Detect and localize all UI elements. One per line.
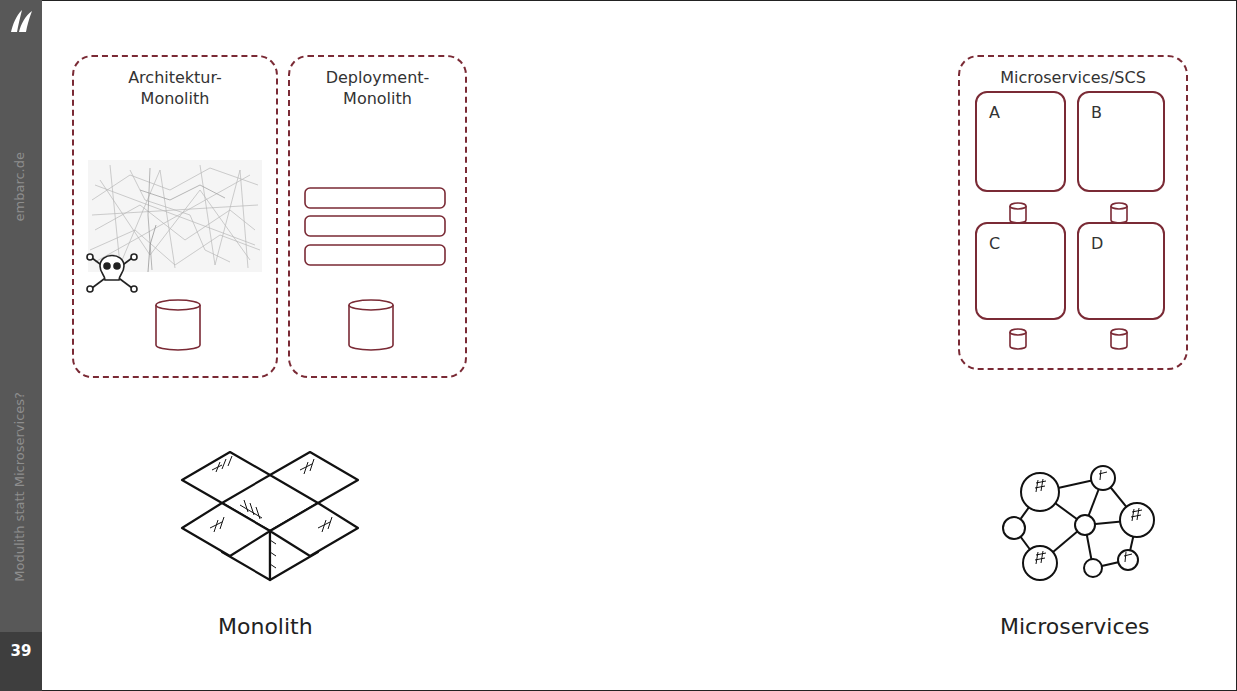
hatch: [1124, 552, 1132, 562]
network-hatching: [1035, 470, 1142, 564]
network-node: [1023, 546, 1057, 580]
box-hatching: [210, 456, 332, 568]
hatch: [1099, 470, 1107, 480]
network-node: [1118, 550, 1138, 570]
box-flap: [270, 452, 358, 503]
page-number-box: [0, 632, 42, 691]
network-node: [1091, 466, 1115, 490]
box-flap: [182, 452, 270, 503]
tangle-line: [95, 185, 255, 245]
hatch: [318, 517, 332, 532]
node-title: D: [1079, 224, 1163, 254]
skull-eye: [114, 263, 120, 269]
network-nodes: [1003, 466, 1154, 580]
skull-eye: [104, 263, 110, 269]
network-node: [1120, 503, 1154, 537]
database-top: [1010, 329, 1026, 335]
logo-sail: [19, 11, 32, 32]
hatch: [1035, 551, 1046, 564]
stack-layer: [305, 188, 445, 208]
deployment-monolith-box: Deployment- Monolith: [288, 55, 467, 378]
hatch: [270, 540, 276, 568]
microservices-group: Microservices/SCS AB CD: [958, 55, 1188, 370]
talk-title: Modulith statt Microservices?: [12, 392, 27, 582]
service-box: A: [975, 91, 1066, 192]
box-icon: [182, 452, 358, 580]
microservices-caption: Microservices: [1000, 614, 1149, 639]
database-cylinder: [156, 305, 200, 350]
network-icon: [1003, 466, 1154, 580]
stack-layer: [305, 245, 445, 265]
node-title: B: [1079, 93, 1163, 123]
hatch: [240, 500, 262, 519]
tangle-line: [110, 165, 175, 268]
node-title: Deployment- Monolith: [318, 67, 438, 109]
website-label: embarc.de: [12, 152, 27, 221]
node-title: Architektur- Monolith: [115, 67, 235, 109]
tangle-line: [148, 225, 156, 272]
hatch: [210, 517, 224, 532]
bone-end: [131, 286, 137, 292]
network-node: [1075, 515, 1095, 535]
box-flap: [270, 503, 358, 556]
sidebar: [0, 0, 42, 691]
database-top: [1111, 203, 1127, 209]
hatch: [1131, 508, 1142, 521]
page-number: 39: [0, 642, 42, 660]
monolith-caption: Monolith: [218, 614, 313, 639]
skull-symbol: [87, 254, 137, 292]
network-node: [1084, 559, 1102, 577]
databases: [156, 203, 1127, 350]
hatch: [1035, 479, 1046, 492]
hatch: [212, 456, 232, 472]
database-cylinder: [349, 305, 393, 350]
service-box: B: [1077, 91, 1165, 192]
service-box: C: [975, 222, 1066, 320]
node-title: A: [977, 93, 1064, 123]
database-top: [1111, 329, 1127, 335]
deployment-stack: [305, 188, 445, 265]
logo: [11, 10, 32, 32]
database-top: [1010, 203, 1026, 209]
network-node: [1003, 517, 1025, 539]
tangle-line: [100, 180, 250, 260]
service-box: D: [1077, 222, 1165, 320]
hatch: [300, 459, 314, 474]
architecture-monolith-box: Architektur- Monolith: [72, 55, 278, 378]
bone-end: [131, 254, 137, 260]
tangle-line: [130, 170, 230, 262]
tangle-line: [95, 175, 250, 262]
network-node: [1021, 473, 1059, 511]
database-top: [156, 300, 200, 310]
node-title: Microservices/SCS: [973, 67, 1173, 88]
bone-end: [87, 254, 93, 260]
bone-end: [87, 286, 93, 292]
node-title: C: [977, 224, 1064, 254]
database-top: [349, 300, 393, 310]
tangle-line: [148, 168, 152, 270]
skull: [100, 256, 124, 281]
tangle-line: [140, 185, 225, 200]
stack-layer: [305, 216, 445, 236]
